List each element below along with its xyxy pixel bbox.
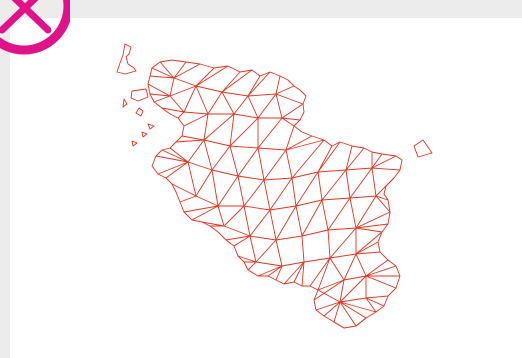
- close-icon-stroke-b: [0, 0, 39, 34]
- island-east: [413, 139, 433, 158]
- islet-e: [131, 140, 138, 147]
- islet-b: [135, 107, 144, 117]
- mesh-lines: [147, 61, 401, 329]
- island-west: [130, 88, 149, 102]
- close-icon[interactable]: [0, 0, 70, 68]
- islet-c: [147, 123, 155, 130]
- islet-a: [122, 98, 128, 108]
- close-icon-ring: [0, 0, 70, 55]
- islet-d: [141, 131, 148, 138]
- top-strip: [0, 0, 522, 18]
- mainland-outline: [147, 59, 403, 329]
- island-north: [116, 43, 137, 75]
